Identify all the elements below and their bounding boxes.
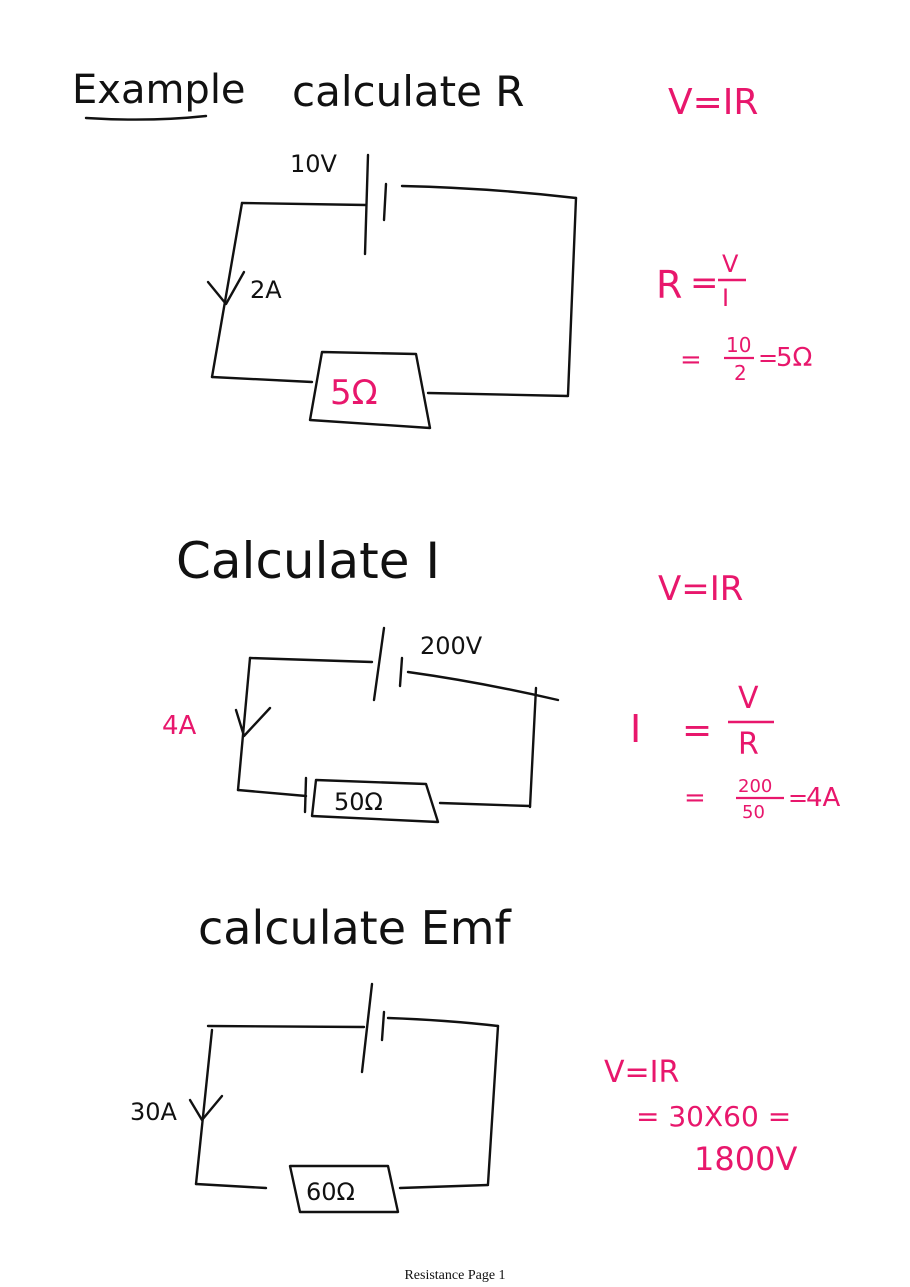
battery-long-plate bbox=[360, 982, 374, 1074]
problem-1-title: calculate R bbox=[292, 67, 524, 116]
working-1-calc-den: 2 bbox=[734, 361, 747, 385]
working-1-equals: = bbox=[690, 263, 719, 303]
resistor-box bbox=[308, 350, 432, 430]
working-3-line-3: 1800V bbox=[694, 1140, 797, 1178]
resistor-3-label: 60Ω bbox=[306, 1178, 355, 1206]
resistor-box bbox=[310, 778, 440, 824]
working-1-result: 5Ω bbox=[776, 343, 812, 373]
working-2-result: 4A bbox=[806, 783, 841, 813]
working-1-equals-2: = bbox=[680, 345, 702, 375]
wire bbox=[438, 801, 532, 808]
wire bbox=[386, 1016, 500, 1028]
working-2-numerator: V bbox=[738, 681, 759, 716]
wire bbox=[398, 1183, 490, 1190]
wire bbox=[303, 776, 308, 814]
resistor-1-label: 5Ω bbox=[330, 373, 378, 413]
current-3-label: 30A bbox=[130, 1098, 178, 1126]
problem-1-formula: V=IR bbox=[668, 82, 758, 123]
working-1-denominator: I bbox=[722, 284, 729, 312]
circuit-3 bbox=[188, 982, 500, 1214]
working-1-equals-3: = bbox=[758, 344, 778, 372]
problem-2: Calculate I V=IR 200V 4A 50Ω I = bbox=[162, 532, 841, 824]
wire bbox=[566, 196, 578, 397]
wire bbox=[240, 201, 368, 207]
battery-short-plate bbox=[380, 1010, 386, 1042]
problem-3-title: calculate Emf bbox=[198, 901, 513, 955]
current-arrow-icon bbox=[188, 1094, 224, 1122]
wire bbox=[236, 788, 308, 798]
wire bbox=[194, 1028, 214, 1186]
current-arrow-icon bbox=[234, 706, 272, 738]
battery-short-plate bbox=[398, 656, 404, 688]
battery-short-plate bbox=[382, 182, 388, 222]
problem-2-formula: V=IR bbox=[658, 569, 743, 609]
wire bbox=[400, 184, 578, 200]
battery-1-label: 10V bbox=[290, 150, 338, 178]
wire bbox=[248, 656, 374, 664]
wire bbox=[210, 201, 244, 379]
working-3-line-1: V=IR bbox=[604, 1055, 679, 1090]
heading-underline bbox=[84, 114, 208, 121]
wire bbox=[236, 656, 252, 792]
battery-long-plate bbox=[372, 626, 386, 702]
wire bbox=[206, 1024, 366, 1029]
working-1-calc-num: 10 bbox=[726, 333, 751, 357]
working-2-calc-num: 200 bbox=[738, 776, 772, 797]
problem-3: calculate Emf 30A 60Ω V=IR = 30X60 = 180… bbox=[130, 901, 797, 1214]
page-footer: Resistance Page 1 bbox=[404, 1268, 506, 1283]
resistor-2-label: 50Ω bbox=[334, 788, 383, 816]
current-2-label: 4A bbox=[162, 711, 197, 741]
circuit-2 bbox=[234, 626, 560, 824]
wire bbox=[426, 391, 570, 398]
working-3-line-2: = 30X60 = bbox=[636, 1100, 791, 1133]
working-2-equals-3: = bbox=[788, 784, 808, 812]
problem-1: Example calculate R V=IR 10V 2A 5Ω R bbox=[72, 67, 812, 430]
wire bbox=[406, 670, 560, 702]
current-arrow-icon bbox=[206, 270, 246, 306]
battery-long-plate bbox=[363, 153, 370, 256]
circuit-1 bbox=[206, 153, 578, 430]
working-1-lhs: R bbox=[656, 263, 682, 307]
wire bbox=[528, 686, 538, 809]
working-2-equals-2: = bbox=[684, 783, 706, 813]
handwritten-sheet: Example calculate R V=IR 10V 2A 5Ω R bbox=[72, 67, 841, 1214]
resistor-box bbox=[288, 1164, 400, 1214]
working-2-calc-den: 50 bbox=[742, 802, 765, 823]
wire bbox=[194, 1182, 268, 1190]
example-heading: Example bbox=[72, 67, 246, 113]
working-2-denominator: R bbox=[738, 727, 759, 762]
working-1-numerator: V bbox=[722, 250, 739, 278]
battery-2-label: 200V bbox=[420, 632, 483, 660]
wire bbox=[210, 375, 314, 384]
wire bbox=[486, 1024, 500, 1186]
current-1-label: 2A bbox=[250, 276, 282, 304]
working-2-equals: = bbox=[682, 710, 712, 751]
problem-2-title: Calculate I bbox=[176, 532, 440, 590]
working-2-lhs: I bbox=[630, 707, 641, 751]
